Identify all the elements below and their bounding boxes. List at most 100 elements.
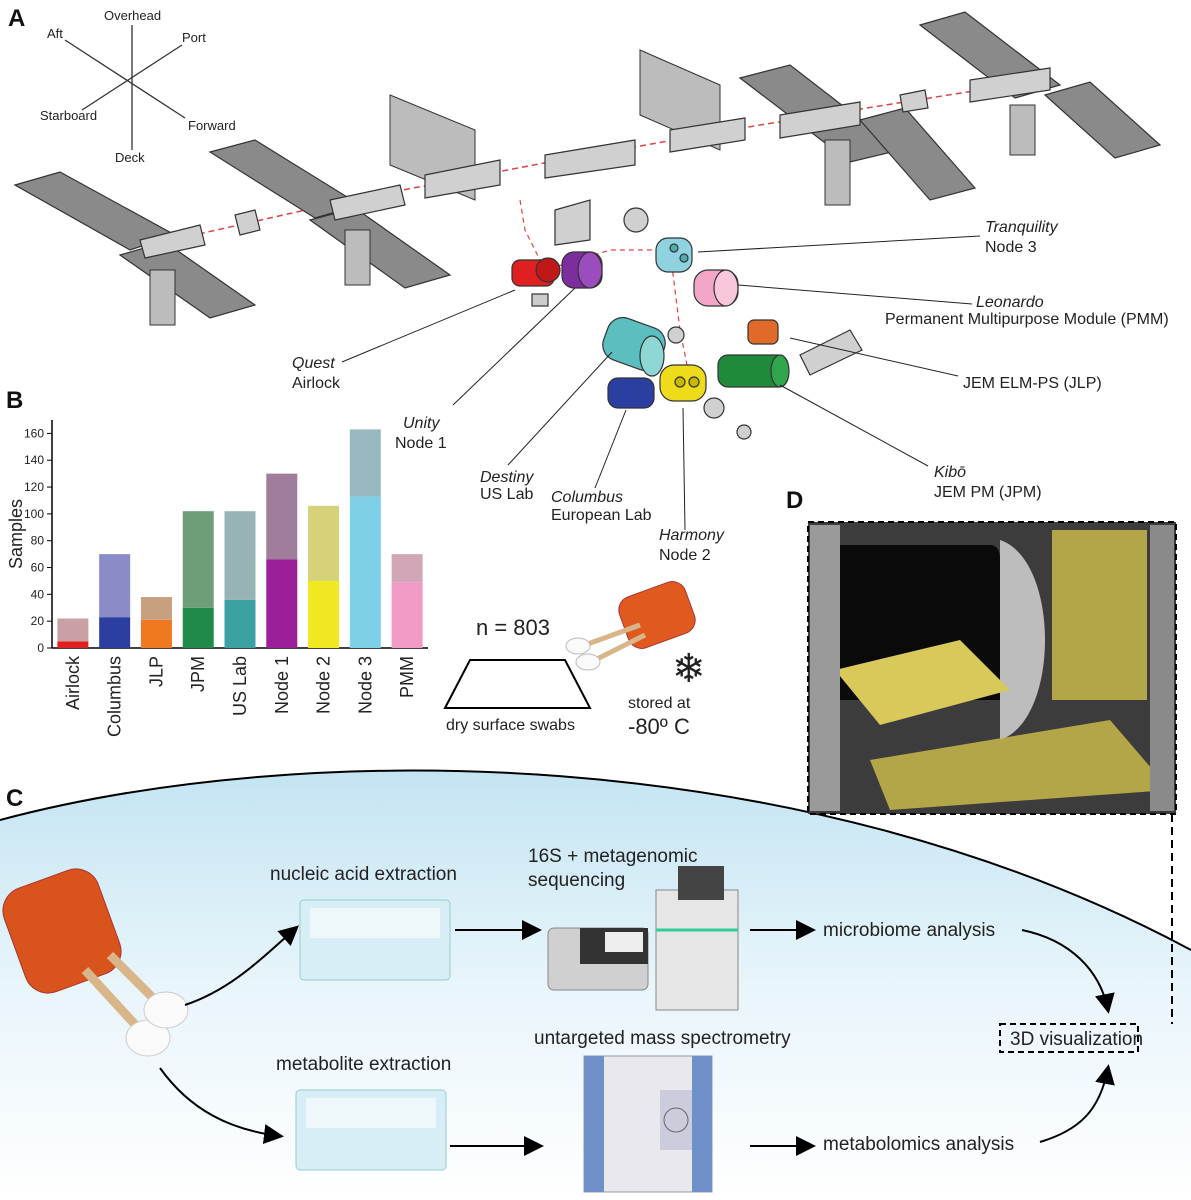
bar-dark-pmm: [391, 582, 423, 648]
viz-label: 3D visualization: [1010, 1029, 1143, 1050]
bar-light-airlock: [57, 618, 89, 642]
tranquility-module: [655, 237, 693, 273]
x-tick-label: PMM: [397, 656, 417, 698]
kibo-sub: JEM PM (JPM): [934, 484, 1042, 501]
unity-sub: Node 1: [395, 435, 447, 452]
leonardo-sub: Permanent Multipurpose Module (PMM): [885, 311, 1169, 328]
y-tick-label: 140: [24, 453, 44, 467]
swab-tube-icon: [565, 581, 696, 671]
aft-label: Aft: [47, 26, 63, 41]
bar-dark-node-1: [266, 559, 298, 648]
bar-dark-columbus: [99, 617, 131, 648]
nucleic-label: nucleic acid extraction: [270, 864, 457, 885]
module-render-image: [807, 521, 1177, 815]
bar-light-pmm: [391, 554, 423, 583]
deck-label: Deck: [115, 150, 145, 165]
y-axis-title: Samples: [6, 499, 26, 569]
bar-dark-jlp: [140, 619, 172, 648]
columbus-name: Columbus: [551, 489, 623, 506]
bar-dark-jpm: [182, 607, 214, 648]
sequencing-label-1: 16S + metagenomic: [528, 846, 698, 867]
well-plate-bottom: [295, 1089, 447, 1171]
y-tick-label: 0: [37, 641, 44, 655]
leader-lines: [341, 235, 981, 531]
quest-name: Quest: [292, 355, 335, 372]
destiny-name: Destiny: [480, 469, 534, 486]
panel-a-label: A: [8, 5, 25, 32]
panel-c-curve: [0, 769, 1191, 951]
bar-light-jlp: [140, 597, 172, 620]
x-tick-label: JLP: [146, 656, 166, 687]
harmony-name: Harmony: [659, 527, 725, 544]
tranquility-name: Tranquility: [985, 219, 1059, 236]
y-tick-label: 20: [31, 614, 45, 628]
bar-dark-airlock: [57, 641, 89, 648]
harmony-module: [659, 364, 707, 402]
module-labels: Tranquility Node 3 Leonardo Permanent Mu…: [292, 219, 1169, 564]
snowflake-icon: ❄: [672, 647, 706, 691]
quest-sub: Airlock: [292, 375, 341, 392]
swabs-label: dry surface swabs: [446, 717, 575, 734]
jlp-module: [747, 319, 779, 345]
y-tick-label: 60: [31, 561, 45, 575]
workflow-labels: nucleic acid extraction 16S + metagenomi…: [270, 846, 1143, 1155]
mass-spec-label: untargeted mass spectrometry: [534, 1028, 791, 1049]
bar-light-us-lab: [224, 511, 256, 600]
leonardo-module: [693, 269, 739, 307]
x-tick-label: Node 3: [355, 656, 375, 714]
destiny-sub: US Lab: [480, 486, 533, 503]
destiny-module: [602, 316, 666, 377]
workflow-arrows: [159, 920, 1115, 1156]
kibo-module: [717, 354, 790, 388]
x-tick-label: JPM: [188, 656, 208, 692]
leonardo-name: Leonardo: [976, 294, 1044, 311]
harmony-sub: Node 2: [659, 547, 711, 564]
viz-box: [999, 1023, 1139, 1053]
orientation-compass: Overhead Port Aft Starboard Forward Deck: [40, 8, 236, 165]
quest-module: [511, 257, 561, 307]
swab-tube-large: [2, 868, 189, 1057]
bar-dark-node-2: [308, 580, 340, 648]
metabolomics-label: metabolomics analysis: [823, 1134, 1014, 1155]
columbus-module: [607, 377, 655, 409]
forward-label: Forward: [188, 118, 236, 133]
sample-count: n = 803: [476, 615, 550, 640]
x-tick-label: Columbus: [105, 656, 125, 737]
x-tick-label: Node 1: [272, 656, 292, 714]
sequencer-icon: [547, 866, 739, 1011]
columbus-sub: European Lab: [551, 507, 652, 524]
port-label: Port: [182, 30, 206, 45]
bar-light-node-2: [308, 505, 340, 581]
y-tick-label: 40: [31, 587, 45, 601]
x-tick-label: Node 2: [314, 656, 334, 714]
unity-name: Unity: [403, 415, 440, 432]
jlp-name: JEM ELM-PS (JLP): [963, 375, 1102, 392]
sampling-info: n = 803 dry surface swabs ❄ stored at -8…: [443, 581, 706, 739]
y-tick-label: 80: [31, 534, 45, 548]
y-tick-label: 100: [24, 507, 44, 521]
starboard-label: Starboard: [40, 108, 97, 123]
y-tick-label: 160: [24, 426, 44, 440]
x-tick-label: Airlock: [63, 655, 83, 710]
metabolite-label: metabolite extraction: [276, 1054, 451, 1075]
panel-d-label: D: [786, 487, 803, 514]
bar-light-jpm: [182, 511, 214, 608]
overhead-label: Overhead: [104, 8, 161, 23]
bar-dark-us-lab: [224, 599, 256, 648]
bar-dark-node-3: [349, 496, 381, 648]
mass-spectrometer-icon: [583, 1055, 713, 1193]
bar-light-node-1: [266, 473, 298, 560]
sequencing-label-2: sequencing: [528, 870, 625, 891]
stored-label: stored at: [628, 695, 691, 712]
panel-c-label: C: [6, 785, 23, 812]
y-tick-label: 120: [24, 480, 44, 494]
temperature-label: -80º C: [628, 714, 690, 739]
bar-light-columbus: [99, 554, 131, 618]
x-tick-label: US Lab: [230, 656, 250, 716]
microbiome-label: microbiome analysis: [823, 920, 995, 941]
kibo-name: Kibō: [934, 464, 966, 481]
unity-module: [561, 251, 603, 289]
tranquility-sub: Node 3: [985, 239, 1037, 256]
